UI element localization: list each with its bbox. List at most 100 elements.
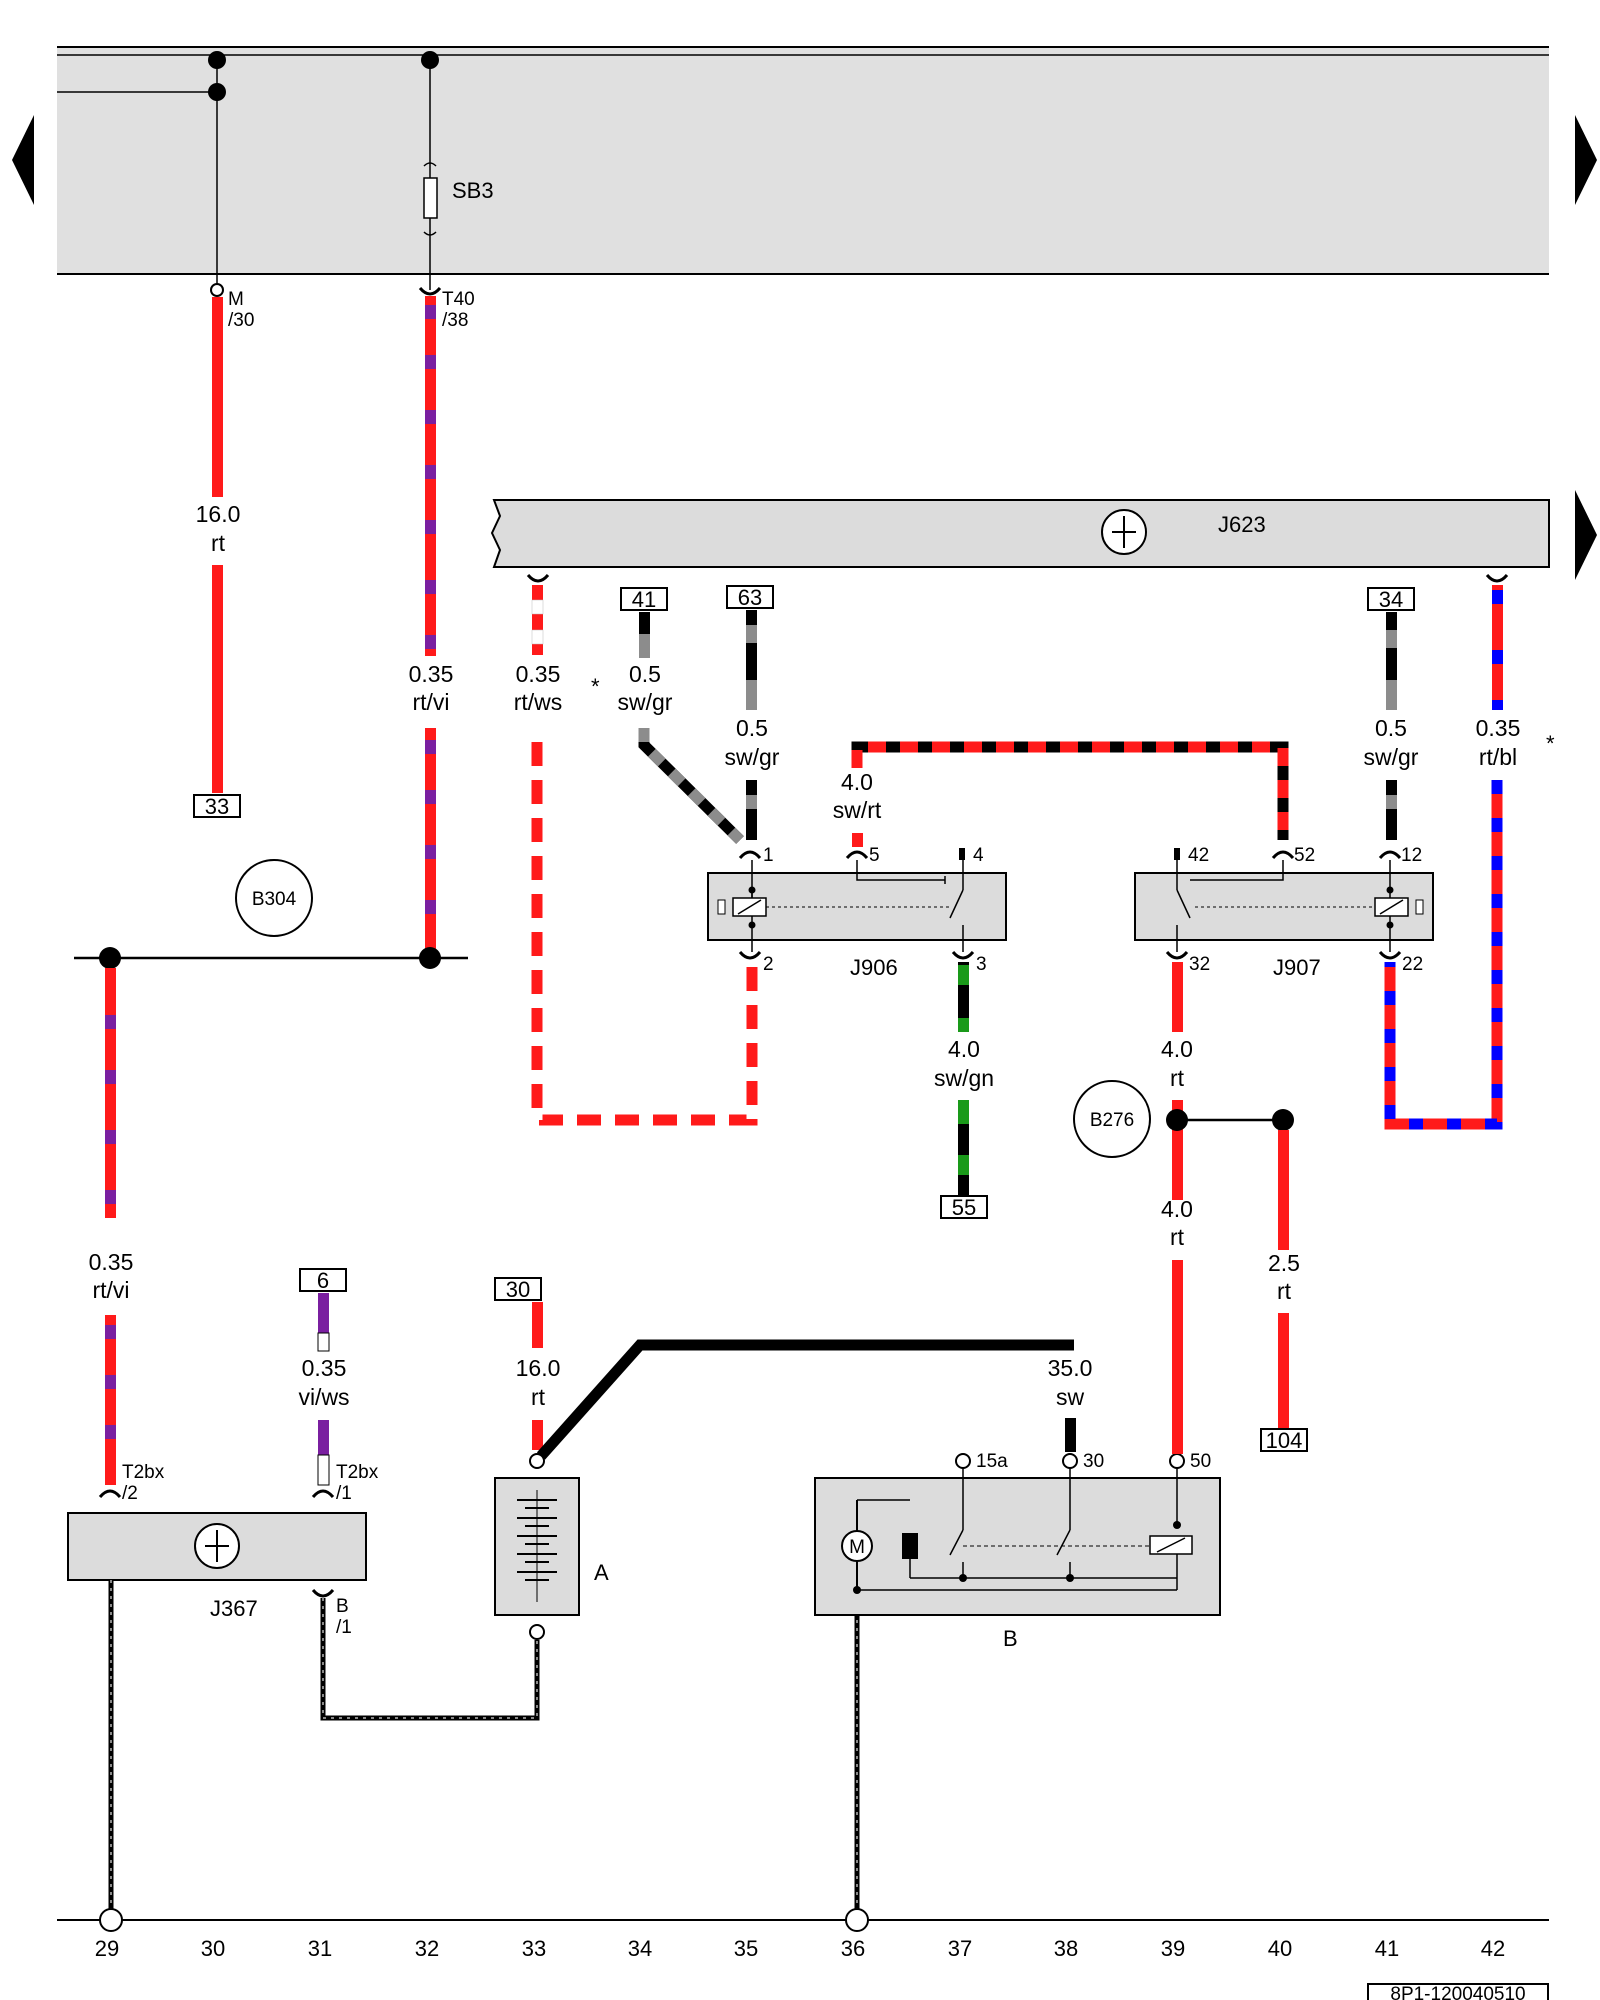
- pin-j907-12: 12: [1401, 845, 1422, 866]
- fuse-icon: [423, 177, 438, 219]
- pin-j907-32: 32: [1189, 954, 1210, 975]
- wire-color: sw: [1056, 1384, 1085, 1410]
- wire-size: 0.5: [736, 715, 768, 741]
- junction-b276: B276: [1073, 1080, 1294, 1158]
- junction-b304: B304: [74, 859, 468, 969]
- wire-035-viws: 6 0.35 vi/ws T2bx/1: [298, 1268, 379, 1504]
- wire-color: rt/ws: [514, 689, 563, 715]
- pin-30: 30: [1083, 1451, 1104, 1472]
- ref-30: 30: [506, 1277, 530, 1302]
- ref-34: 34: [1379, 587, 1403, 612]
- ref-33: 33: [205, 794, 229, 819]
- wire-color: rt: [211, 530, 226, 556]
- column-number: 42: [1481, 1936, 1505, 1961]
- b304-label: B304: [252, 889, 297, 910]
- b276-label: B276: [1090, 1110, 1134, 1131]
- j367-label: J367: [210, 1596, 258, 1621]
- relay-j907: 42 52 12 32 22 J907: [1134, 845, 1434, 980]
- connector-t2bx-2: T2bx/2: [122, 1462, 165, 1504]
- wire-color: sw/gn: [934, 1065, 994, 1091]
- ground-bus: [57, 1908, 1549, 1932]
- column-number: 29: [95, 1936, 119, 1961]
- wire-size: 0.5: [1375, 715, 1407, 741]
- ref-6: 6: [317, 1268, 329, 1293]
- column-number: 37: [948, 1936, 972, 1961]
- ref-box: [193, 794, 241, 818]
- column-number: 39: [1161, 1936, 1185, 1961]
- pin-50: 50: [1190, 1451, 1211, 1472]
- wire-05-swgr-63: 63 0.5 sw/gr: [725, 585, 780, 840]
- wire-16-rt-m30: M/30 16.0 rt 33: [193, 283, 254, 819]
- connector-t40: T40/38: [442, 289, 475, 331]
- wire-40-swrt: 4.0 sw/rt: [830, 741, 1289, 847]
- wire-size: 16.0: [196, 501, 241, 527]
- wire-color: sw/gr: [725, 744, 780, 770]
- wire-size: 0.35: [1476, 715, 1521, 741]
- ref-41: 41: [632, 587, 656, 612]
- starter-b-label: B: [1003, 1626, 1018, 1651]
- wire-05-swgr-41: 41 0.5 sw/gr: [618, 587, 744, 844]
- wire-035-rtws: 0.35 rt/ws *: [514, 573, 758, 1126]
- connector-m30: M/30: [228, 289, 254, 331]
- svg-text:M: M: [849, 1537, 865, 1558]
- wire-size: 4.0: [948, 1036, 980, 1062]
- continuation-arrow-icon: [1575, 490, 1597, 580]
- wire-color: rt/vi: [92, 1277, 129, 1303]
- pin-j906-1: 1: [763, 845, 774, 866]
- wire-035-rtvi-j367: 0.35 rt/vi T2bx/2: [89, 968, 165, 1504]
- pin-15a: 15a: [976, 1451, 1008, 1472]
- wire-color: sw/rt: [833, 797, 882, 823]
- column-number: 32: [415, 1936, 439, 1961]
- ref-63: 63: [738, 585, 762, 610]
- column-number: 41: [1375, 1936, 1399, 1961]
- wire-size: 0.35: [409, 661, 454, 687]
- wire-color: vi/ws: [298, 1384, 349, 1410]
- pin-j906-4: 4: [973, 845, 984, 866]
- column-number: 35: [734, 1936, 758, 1961]
- relay-j906: 1 5 4 2 3 J906: [707, 845, 1007, 980]
- next-page-arrow-icon[interactable]: [1575, 115, 1597, 205]
- pin-j907-42: 42: [1188, 845, 1209, 866]
- document-id-text: 8P1-120040510: [1390, 1984, 1525, 2000]
- wire-35-sw: 35.0 sw: [536, 1339, 1093, 1460]
- asterisk-note: *: [1546, 731, 1555, 756]
- wire-40-rt-starter: 4.0 rt: [1161, 1196, 1193, 1454]
- column-number: 30: [201, 1936, 225, 1961]
- pin-j907-52: 52: [1294, 845, 1315, 866]
- j906-label: J906: [850, 955, 898, 980]
- prev-page-arrow-icon[interactable]: [12, 115, 34, 205]
- battery-a-label: A: [594, 1560, 609, 1585]
- column-number: 31: [308, 1936, 332, 1961]
- wire-color: rt/bl: [1479, 744, 1517, 770]
- column-number: 34: [628, 1936, 652, 1961]
- ground-wires: [108, 1580, 860, 1918]
- wire-color: rt: [531, 1384, 546, 1410]
- wire-035-rtvi-t40: T40/38 0.35 rt/vi: [409, 286, 475, 958]
- wire-size: 0.35: [516, 661, 561, 687]
- starter-b: 15a 30 50 M B: [814, 1451, 1221, 1651]
- wire-color: rt: [1170, 1065, 1185, 1091]
- fuse-sb3-label: SB3: [452, 178, 494, 203]
- document-id: 8P1-120040510: [1367, 1983, 1549, 2000]
- wire-color: sw/gr: [618, 689, 673, 715]
- pin-j906-3: 3: [976, 954, 987, 975]
- wire-40-swgn: 4.0 sw/gn 55: [934, 962, 994, 1220]
- wire-size: 35.0: [1048, 1355, 1093, 1381]
- wire-size: 4.0: [1161, 1196, 1193, 1222]
- connector-t2bx-1: T2bx/1: [336, 1462, 379, 1504]
- j623-label: J623: [1218, 512, 1266, 537]
- module-j367: J367 B/1: [67, 1512, 367, 1638]
- wire-size: 4.0: [841, 769, 873, 795]
- wire-color: sw/gr: [1364, 744, 1419, 770]
- ecu-j623: J623: [490, 499, 1550, 568]
- pin-j907-22: 22: [1402, 954, 1423, 975]
- ref-104: 104: [1266, 1428, 1303, 1453]
- wire-size: 16.0: [516, 1355, 561, 1381]
- pin-j906-5: 5: [869, 845, 880, 866]
- wire-color: rt: [1277, 1278, 1292, 1304]
- wire-size: 0.5: [629, 661, 661, 687]
- j907-label: J907: [1273, 955, 1321, 980]
- wire-color: rt/vi: [412, 689, 449, 715]
- wire-25-rt: 2.5 rt 104: [1260, 1130, 1308, 1453]
